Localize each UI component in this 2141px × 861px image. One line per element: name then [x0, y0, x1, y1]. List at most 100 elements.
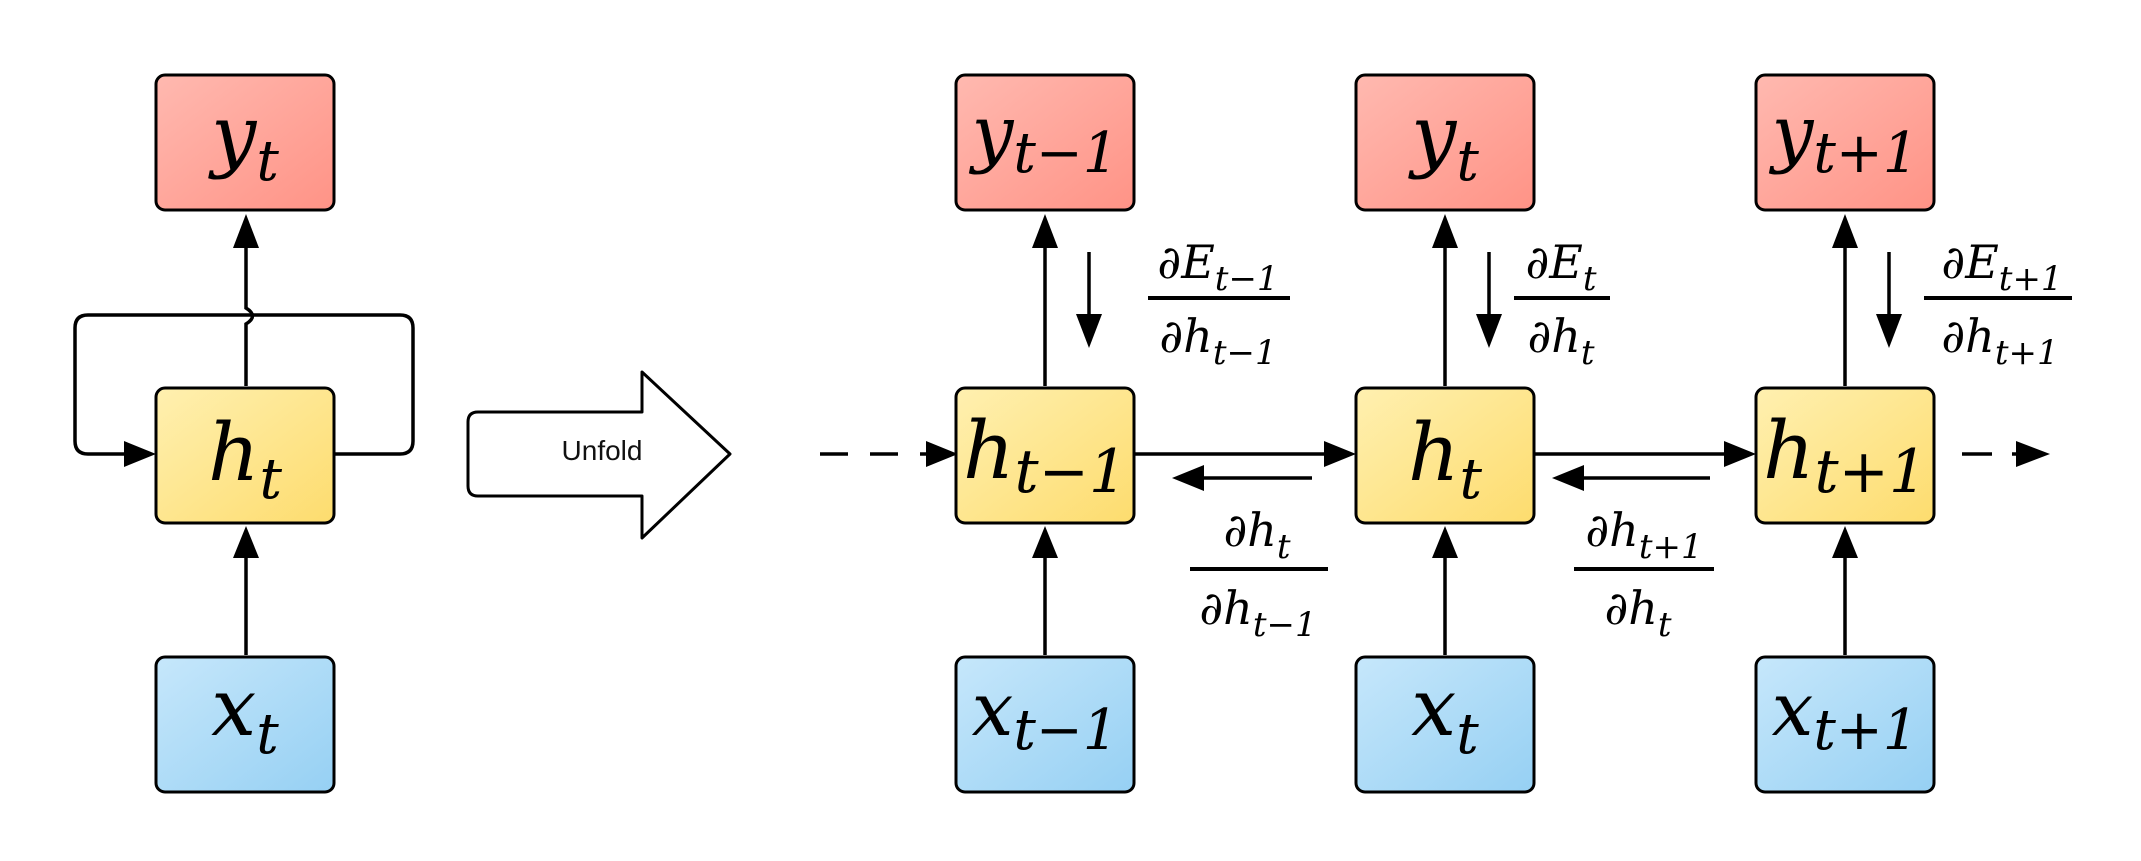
- folded-hidden-var: h: [208, 406, 260, 499]
- hidden-label-3: ht+1: [1763, 404, 1927, 507]
- backward-gradient-arrowhead-1: [1172, 465, 1204, 491]
- error-gradient-fraction-3: ∂Et+1 ∂ht+1: [1924, 235, 2072, 373]
- hidden-gradient-fraction-2: ∂ht+1 ∂ht: [1574, 503, 1714, 645]
- input-sub-1: t−1: [1013, 698, 1118, 763]
- input-sub-2: t: [1456, 702, 1479, 767]
- error-gradient-num-var-2: ∂E: [1525, 235, 1582, 289]
- hidden-gradient-num-sub-2: t+1: [1639, 527, 1703, 567]
- output-label-2: yt: [1408, 88, 1479, 194]
- hidden-sub-3: t+1: [1814, 437, 1927, 507]
- folded-output-label: yt: [208, 88, 279, 194]
- hidden-sub-1: t−1: [1014, 437, 1127, 507]
- forward-arrowhead-2: [1724, 441, 1756, 467]
- input-var-1: x: [972, 667, 1014, 753]
- hidden-gradient-den-sub-1: t−1: [1253, 605, 1317, 645]
- error-gradient-arrowhead-3: [1876, 314, 1902, 348]
- error-gradient-den-var-1: ∂h: [1159, 309, 1212, 363]
- output-var-3: y: [1769, 90, 1815, 176]
- folded-output-sub: t: [256, 129, 279, 194]
- input-box-2: [1354, 655, 1536, 794]
- error-gradient-numerator-3: ∂Et+1: [1941, 235, 2062, 299]
- step-t-plus-1: yt+1 ht+1 xt+1 ∂Et+1 ∂ht+1: [1754, 73, 2072, 794]
- error-gradient-num-sub-3: t+1: [1999, 259, 2063, 299]
- output-label-3: yt+1: [1769, 90, 1919, 186]
- output-sub-3: t+1: [1813, 121, 1918, 186]
- input-box-1: [954, 655, 1136, 794]
- recurrent-loop-arrowhead: [124, 441, 156, 467]
- output-arrowhead-1: [1032, 214, 1058, 248]
- hidden-gradient-den-sub-2: t: [1658, 605, 1672, 645]
- input-label-1: xt−1: [972, 667, 1119, 763]
- folded-output-var: y: [208, 88, 258, 181]
- output-var-2: y: [1408, 88, 1458, 181]
- folded-input-var: x: [211, 661, 256, 754]
- output-box-3: [1754, 73, 1936, 212]
- error-gradient-den-var-3: ∂h: [1941, 309, 1994, 363]
- error-gradient-denominator-3: ∂ht+1: [1941, 309, 2058, 373]
- error-gradient-arrowhead-2: [1476, 314, 1502, 348]
- folded-input-sub: t: [256, 702, 279, 767]
- outgoing-arrowhead: [2016, 441, 2050, 467]
- output-label-1: yt−1: [969, 90, 1119, 186]
- error-gradient-den-sub-3: t+1: [1995, 333, 2059, 373]
- input-box-3: [1754, 655, 1936, 794]
- output-box-2: [1354, 73, 1536, 212]
- forward-arrowhead-1: [1324, 441, 1356, 467]
- error-gradient-num-var-1: ∂E: [1157, 235, 1214, 289]
- backward-gradient-arrowhead-2: [1552, 465, 1584, 491]
- folded-output-arrowhead: [233, 214, 259, 248]
- hidden-gradient-den-var-2: ∂h: [1604, 581, 1657, 635]
- input-arrowhead-1: [1032, 526, 1058, 558]
- hidden-label-1: ht−1: [963, 404, 1127, 507]
- error-gradient-arrowhead-1: [1076, 314, 1102, 348]
- error-gradient-num-sub-2: t: [1583, 259, 1597, 299]
- hidden-gradient-num-sub-1: t: [1277, 527, 1291, 567]
- incoming-arrowhead: [926, 441, 958, 467]
- hidden-sub-2: t: [1460, 447, 1483, 512]
- hidden-label-2: ht: [1408, 406, 1483, 512]
- folded-input-label: xt: [211, 661, 279, 767]
- folded-hidden-sub: t: [260, 447, 283, 512]
- hidden-var-2: h: [1408, 406, 1460, 499]
- error-gradient-numerator-2: ∂Et: [1525, 235, 1596, 299]
- folded-output-box: [154, 73, 336, 212]
- error-gradient-numerator-1: ∂Et−1: [1157, 235, 1278, 299]
- folded-input-box: [154, 655, 336, 794]
- output-arrowhead-3: [1832, 214, 1858, 248]
- hidden-gradient-num-var-2: ∂h: [1585, 503, 1638, 557]
- hidden-gradient-numerator-2: ∂ht+1: [1585, 503, 1702, 567]
- unfolded-rnn: yt−1 ht−1 xt−1 ∂Et−1 ∂ht−1 yt ht xt ∂Et: [820, 73, 2072, 794]
- output-arrowhead-2: [1432, 214, 1458, 248]
- hidden-var-1: h: [963, 404, 1015, 497]
- recurrent-loop: [73, 313, 415, 456]
- folded-rnn: yt ht xt: [73, 73, 415, 794]
- folded-input-arrowhead: [233, 526, 259, 558]
- unfold-arrow-shape: [466, 370, 732, 540]
- error-gradient-den-var-2: ∂h: [1527, 309, 1580, 363]
- input-sub-3: t+1: [1813, 698, 1918, 763]
- hidden-gradient-fraction-1: ∂ht ∂ht−1: [1190, 503, 1328, 645]
- hidden-gradient-numerator-1: ∂ht: [1223, 503, 1290, 567]
- output-sub-1: t−1: [1013, 121, 1118, 186]
- error-gradient-denominator-1: ∂ht−1: [1159, 309, 1276, 373]
- input-label-3: xt+1: [1772, 667, 1919, 763]
- error-gradient-fraction-1: ∂Et−1 ∂ht−1: [1148, 235, 1290, 373]
- hidden-gradient-num-var-1: ∂h: [1223, 503, 1276, 557]
- hidden-box-2: [1354, 386, 1536, 525]
- hidden-var-3: h: [1763, 404, 1815, 497]
- output-sub-2: t: [1456, 129, 1479, 194]
- hidden-gradient-denominator-2: ∂ht: [1604, 581, 1671, 645]
- step-t-minus-1: yt−1 ht−1 xt−1 ∂Et−1 ∂ht−1: [954, 73, 1290, 794]
- error-gradient-denominator-2: ∂ht: [1527, 309, 1594, 373]
- error-gradient-fraction-2: ∂Et ∂ht: [1514, 235, 1610, 373]
- input-label-2: xt: [1411, 661, 1479, 767]
- hidden-gradient-denominator-1: ∂ht−1: [1199, 581, 1316, 645]
- input-var-2: x: [1411, 661, 1456, 754]
- input-arrowhead-2: [1432, 526, 1458, 558]
- hidden-gradient-den-var-1: ∂h: [1199, 581, 1252, 635]
- input-arrowhead-3: [1832, 526, 1858, 558]
- error-gradient-num-sub-1: t−1: [1215, 259, 1279, 299]
- step-t: yt ht xt ∂Et ∂ht: [1354, 73, 1610, 794]
- folded-hidden-box: [154, 386, 336, 525]
